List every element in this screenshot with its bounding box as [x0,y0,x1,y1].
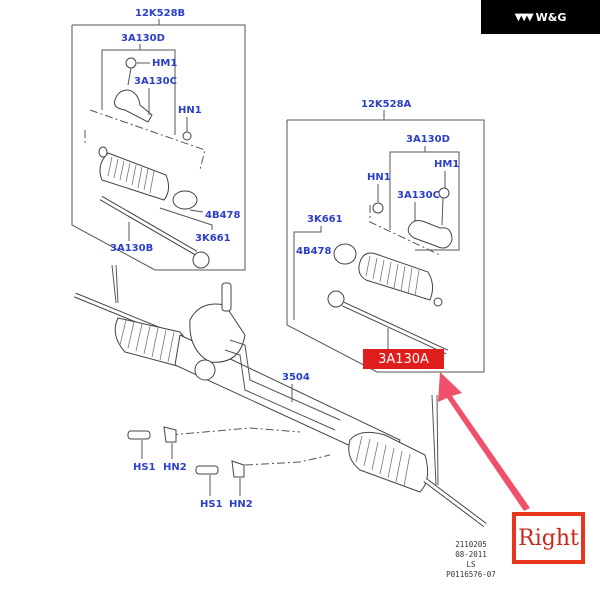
left-item-3a130c: 3A130C [134,76,177,87]
left-group-frame [71,24,246,271]
footer-model: LS [466,560,476,569]
steering-rack [74,264,487,527]
right-sub-title: 3A130D [406,134,450,145]
left-item-4b478: 4B478 [205,210,240,221]
left-item-hn1: HN1 [178,105,202,116]
right-group-frame [286,119,485,373]
bolt-hs1-b [195,465,219,475]
brand-badge: ▼▼▼ W&G [481,0,600,34]
fasteners: HS1 HN2 HS1 HN2 [127,426,331,510]
rack-pinion-valve [189,303,246,363]
left-item-hm1: HM1 [152,58,177,69]
footer-code: 2110205 [455,540,487,549]
nut-hn2-b [231,460,245,478]
left-inner-tie-rod [99,195,210,269]
left-tie-rod-end [114,57,153,123]
callout-arrow [438,372,530,511]
right-clamp-ring [333,243,357,265]
bolt-hs1-a [127,430,151,440]
rack-input-shaft [221,282,232,312]
left-group: 12K528B 3A130D HM1 3A130C HN1 4B478 3K66… [71,8,246,271]
left-clamp-ring [172,190,198,210]
left-nut-hn1 [182,131,192,141]
right-boot [358,252,443,307]
right-tie-rod-end [407,220,453,249]
footer-date: 08-2011 [455,550,487,559]
right-group: 12K528A 3A130D HN1 HM1 3A130C 3K661 4B47… [286,99,485,373]
right-callout-box: Right [512,512,585,564]
left-sub-title: 3A130D [121,33,165,44]
fastener-hn2-a: HN2 [163,462,187,473]
right-nut-hn1 [372,202,384,214]
fastener-hn2-b: HN2 [229,499,253,510]
left-group-title: 12K528B [135,8,185,19]
rack-part-label: 3504 [282,372,310,383]
left-sub-frame [101,49,176,135]
right-item-hm1: HM1 [434,159,459,170]
right-item-3a130c: 3A130C [397,190,440,201]
diagram-footer: 2110205 08-2011 LS P0116576-07 [436,540,506,580]
nut-hn2-a [163,426,177,443]
left-item-3a130b: 3A130B [110,243,153,254]
right-group-title: 12K528A [361,99,412,110]
right-assembly-axis [369,205,441,256]
highlighted-part-label: 3A130A [363,349,444,369]
left-item-3k661: 3K661 [195,233,231,244]
left-boot [98,146,170,201]
left-assembly-axis [89,109,206,171]
right-item-hn1: HN1 [367,172,391,183]
right-sub-frame [389,151,460,251]
nut-part [125,57,137,69]
fastener-hs1-b: HS1 [200,499,223,510]
right-item-3k661: 3K661 [307,214,343,225]
brand-name: W&G [535,10,567,24]
arrow-icon [438,372,530,511]
right-item-4b478: 4B478 [296,246,331,257]
triple-chevron-logo-icon: ▼▼▼ [514,11,534,23]
footer-ref: P0116576-07 [446,570,496,579]
fastener-hs1-a: HS1 [133,462,156,473]
right-inner-tie-rod [327,290,449,355]
